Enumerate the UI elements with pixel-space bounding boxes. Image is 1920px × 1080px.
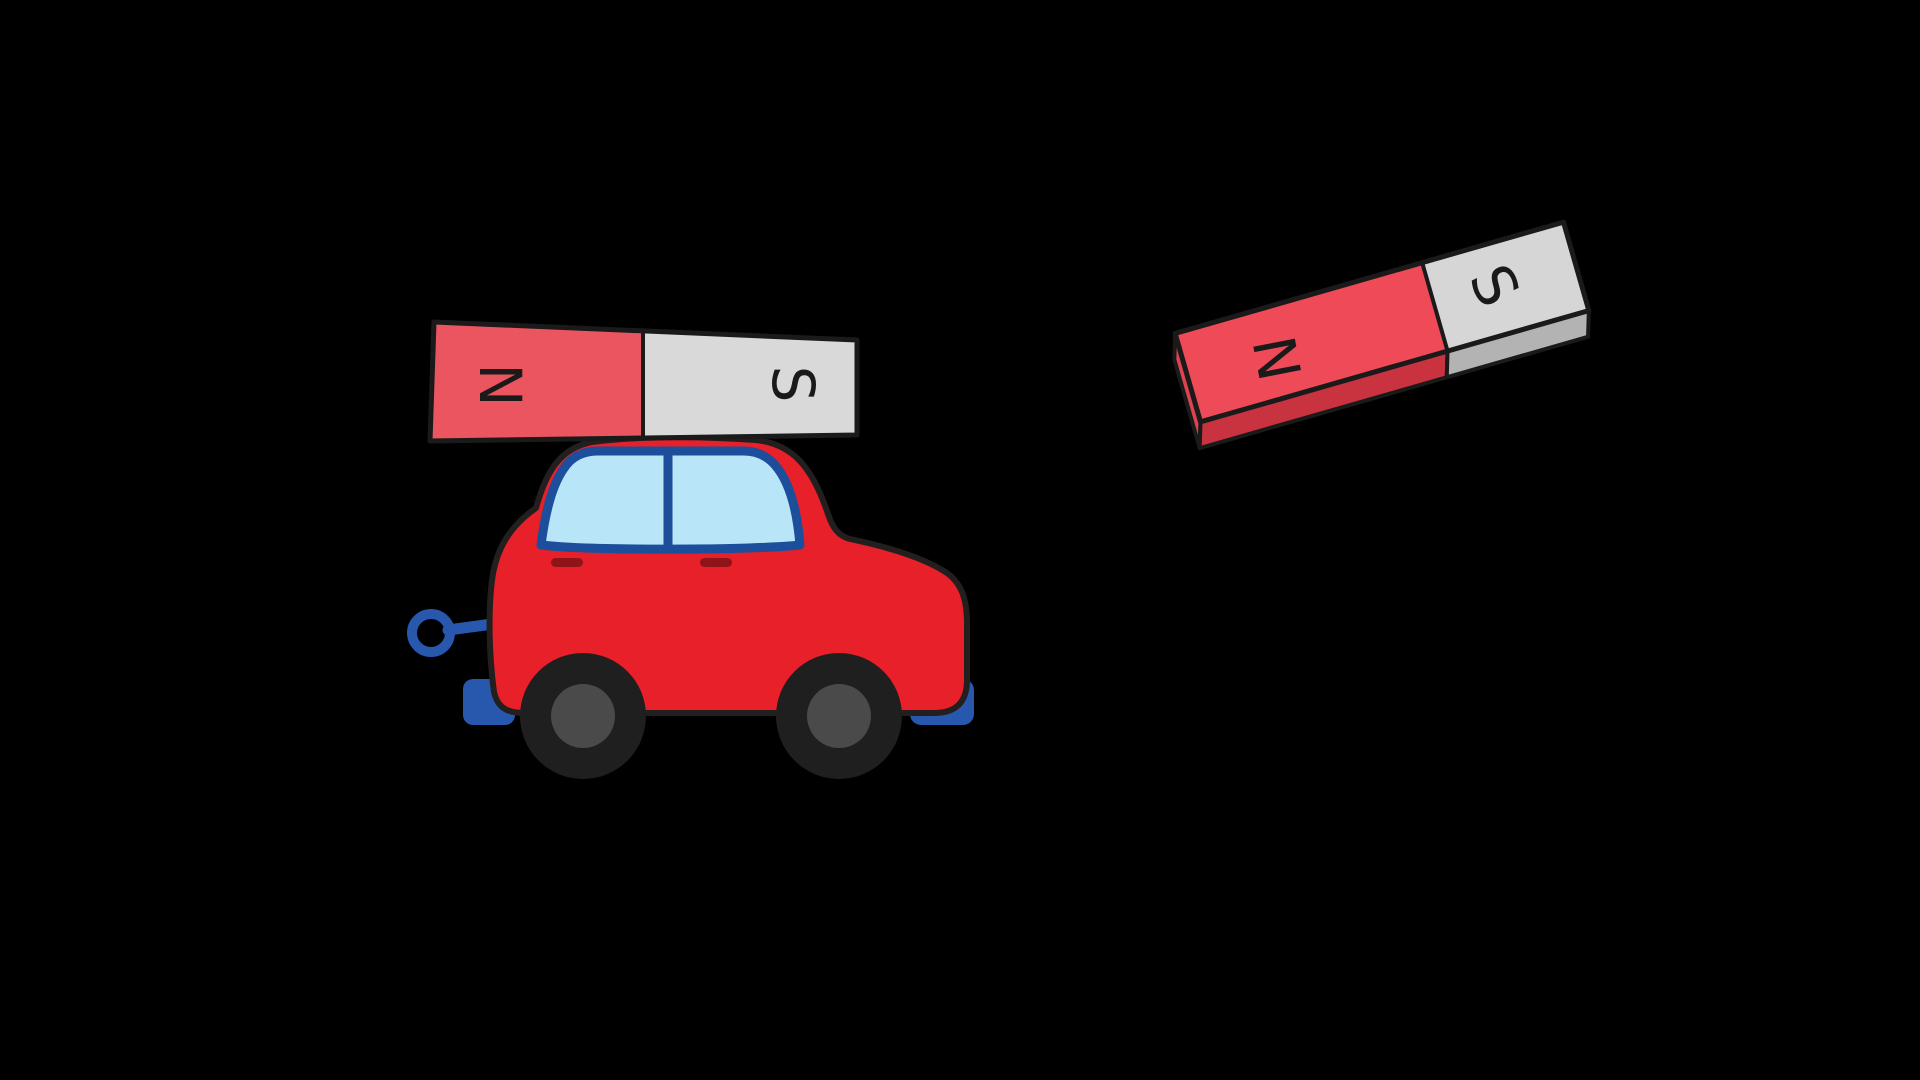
floating-magnet-south-half — [1422, 222, 1589, 352]
roof-magnet-north-label: N — [466, 363, 534, 406]
door-handle-rear — [551, 558, 583, 567]
front-wheel-hub — [807, 684, 871, 748]
rear-wheel-hub — [551, 684, 615, 748]
roof-magnet-north-half — [430, 322, 643, 441]
floating-magnet-north-half — [1175, 262, 1448, 422]
floating-magnet-pole-divider — [1420, 262, 1450, 352]
roof-magnet-south-half — [643, 331, 857, 438]
floating-magnet: N S — [1172, 219, 1592, 451]
roof-magnet: N S — [427, 319, 860, 444]
roof-magnet-south-label: S — [759, 366, 827, 403]
toy-car — [407, 434, 974, 779]
door-handle-front — [700, 558, 732, 567]
roof-magnet-outline — [427, 319, 860, 444]
floating-magnet-outline — [1172, 219, 1592, 425]
tow-ring — [407, 609, 455, 657]
